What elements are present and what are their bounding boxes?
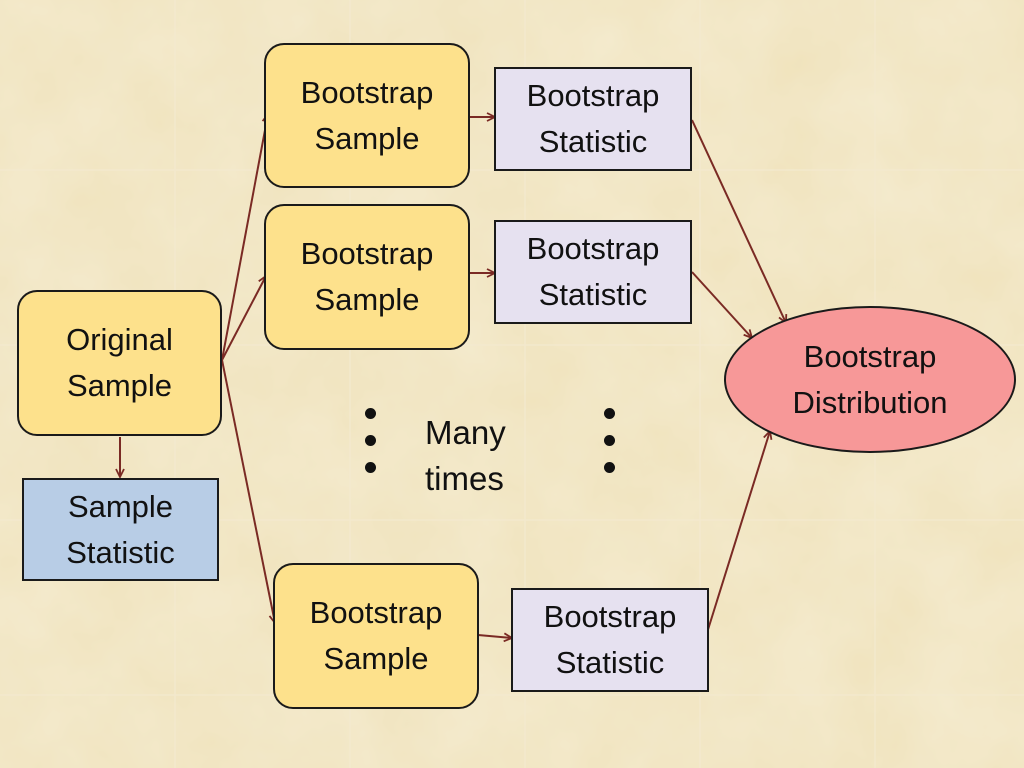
bootstrap-sample-node: Bootstrap Sample xyxy=(264,43,470,188)
bootstrap-distribution-label-line-1: Bootstrap xyxy=(803,338,937,374)
bootstrap-statistic-label-line-2: Statistic xyxy=(555,645,665,680)
ellipsis-dot xyxy=(604,435,615,446)
bootstrap-sample-label-line-1: Bootstrap xyxy=(300,236,434,271)
bootstrap-statistic-node: Bootstrap Statistic xyxy=(494,67,692,171)
sample-statistic-label-line-1: Sample xyxy=(67,488,174,524)
vertical-ellipsis-right xyxy=(604,408,615,473)
bootstrap-statistic-node: Bootstrap Statistic xyxy=(511,588,709,692)
bootstrap-sample-label-line-1: Bootstrap xyxy=(300,74,434,110)
bootstrap-distribution-label-line-2: Distribution xyxy=(792,384,948,420)
bootstrap-statistic-label-line-2: Statistic xyxy=(538,277,648,312)
ellipsis-dot xyxy=(365,408,376,419)
bootstrap-statistic-label-line-1: Bootstrap xyxy=(543,599,677,634)
bootstrap-sample-label-line-2: Sample xyxy=(314,282,420,317)
sample-statistic-label-line-2: Statistic xyxy=(66,534,175,570)
many-times-annotation: Many times xyxy=(425,410,506,502)
ellipsis-dot xyxy=(365,462,376,473)
sample-statistic-node: Sample Statistic xyxy=(22,478,219,581)
original-sample-label-line-1: Original xyxy=(66,322,173,357)
ellipsis-dot xyxy=(604,462,615,473)
ellipsis-dot xyxy=(604,408,615,419)
bootstrap-statistic-label-line-1: Bootstrap xyxy=(526,78,660,113)
bootstrap-statistic-label-line-1: Bootstrap xyxy=(526,231,660,266)
annotation-line-2: times xyxy=(425,460,504,497)
original-sample-node: Original Sample xyxy=(17,290,222,436)
vertical-ellipsis-left xyxy=(365,408,376,473)
bootstrap-sample-node: Bootstrap Sample xyxy=(264,204,470,350)
bootstrap-statistic-label-line-2: Statistic xyxy=(538,124,648,159)
bootstrap-sample-label-line-2: Sample xyxy=(314,120,420,156)
bootstrap-sample-node: Bootstrap Sample xyxy=(273,563,479,709)
ellipsis-dot xyxy=(365,435,376,446)
bootstrap-statistic-node: Bootstrap Statistic xyxy=(494,220,692,324)
original-sample-label-line-2: Sample xyxy=(66,368,173,403)
annotation-line-1: Many xyxy=(425,414,506,451)
bootstrap-sample-label-line-1: Bootstrap xyxy=(309,595,443,630)
bootstrap-distribution-node: Bootstrap Distribution xyxy=(724,306,1016,453)
bootstrap-sample-label-line-2: Sample xyxy=(323,641,429,676)
